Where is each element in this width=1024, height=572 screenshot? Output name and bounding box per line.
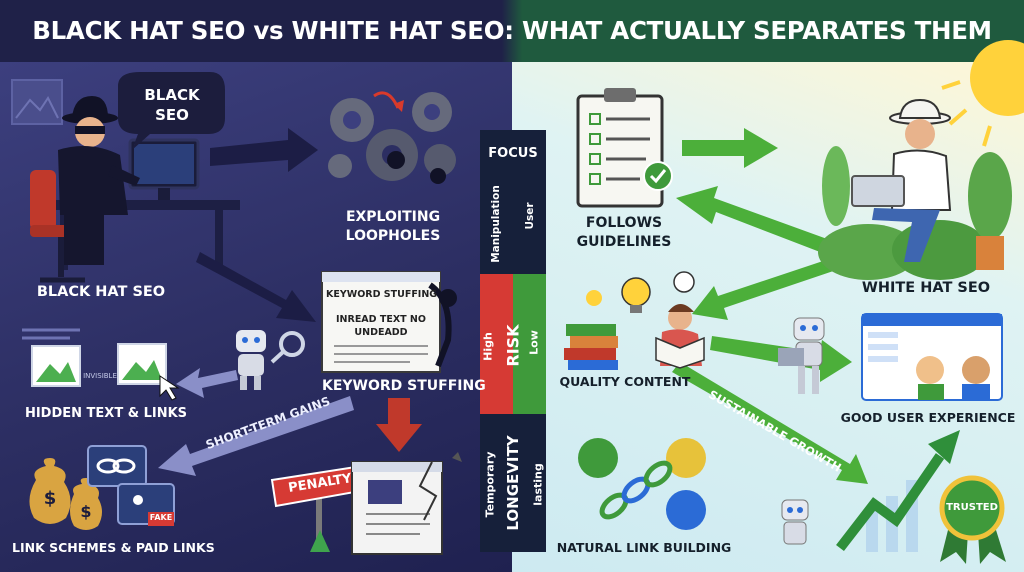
arrow-to-guidelines <box>676 186 852 262</box>
keyword-paper-icon <box>321 271 457 373</box>
lightbulbs-icon <box>586 271 695 313</box>
paper-line-3: UNDEADD <box>354 327 408 338</box>
growth-chart-icon <box>836 430 960 552</box>
risk-high: High <box>481 332 495 361</box>
money-bags-icon <box>29 458 102 530</box>
trusted-badge-icon <box>939 475 1006 564</box>
arrow-to-quality <box>692 250 860 320</box>
risk-heading: RISK <box>503 324 523 367</box>
arrow-to-white-hat <box>682 128 778 168</box>
page-title: BLACK HAT SEO vs WHITE HAT SEO: WHAT ACT… <box>32 16 992 45</box>
sustainable-arrow <box>672 362 868 484</box>
title-bar <box>0 0 1024 62</box>
quality-content-label: QUALITY CONTENT <box>559 374 691 389</box>
focus-heading: FOCUS <box>488 146 538 161</box>
longevity-temporary: Temporary <box>483 451 497 518</box>
broken-page-icon <box>351 452 462 555</box>
robot-laptop-icon <box>778 317 825 394</box>
dollar-sign-2: $ <box>80 502 92 521</box>
clipboard-icon <box>576 88 673 208</box>
white-hat-label: WHITE HAT SEO <box>861 280 991 296</box>
exploit-line-1: EXPLOITING <box>345 209 441 225</box>
books-icon <box>564 324 618 370</box>
wall-frame-icon <box>11 79 63 125</box>
follows-guidelines-label: FOLLOWS GUIDELINES <box>564 214 684 252</box>
exploit-line-2: LOOPHOLES <box>345 228 441 244</box>
focus-manipulation: Manipulation <box>490 185 502 263</box>
arrow-to-loopholes <box>210 128 318 172</box>
hidden-text-label: HIDDEN TEXT & LINKS <box>24 406 188 421</box>
keyword-stuffing-label: KEYWORD STUFFING <box>322 378 486 394</box>
longevity-heading: LONGEVITY <box>504 435 522 531</box>
hacker-icon <box>58 96 140 265</box>
short-term-arrow <box>158 396 354 476</box>
paper-line-1: KEYWORD STUFFING <box>326 289 438 300</box>
gears-icon <box>328 91 456 184</box>
natural-links-icon <box>578 438 706 530</box>
paper-line-2: INREAD TEXT NO <box>336 314 426 325</box>
risk-low: Low <box>527 330 541 355</box>
sun-icon <box>941 40 1024 147</box>
robot-magnifier-icon <box>236 330 305 390</box>
arrow-to-hidden <box>176 368 238 398</box>
hidden-text-icon <box>22 328 180 401</box>
link-schemes-label: LINK SCHEMES & PAID LINKS <box>12 540 215 555</box>
invisible-tag: INVISIBLE <box>83 372 117 380</box>
penalty-arrow <box>376 398 422 452</box>
guidelines-line-1: FOLLOWS <box>585 215 663 231</box>
good-ux-label: GOOD USER EXPERIENCE <box>840 410 1016 425</box>
fake-tag: FAKE <box>149 513 173 522</box>
arrow-to-keyword <box>196 252 316 322</box>
exploiting-loopholes-label: EXPLOITING LOOPHOLES <box>326 208 460 246</box>
link-chain-icon <box>87 445 175 526</box>
speech-bubble <box>118 72 225 150</box>
robot-small-icon <box>781 499 809 545</box>
longevity-lasting: lasting <box>531 463 545 506</box>
red-chair-icon <box>30 170 100 283</box>
natural-link-building-label: NATURAL LINK BUILDING <box>556 540 732 555</box>
reading-person-icon <box>655 304 705 369</box>
bubble-line-1: BLACK <box>144 86 200 104</box>
guidelines-line-2: GUIDELINES <box>576 234 672 250</box>
ux-browser-icon <box>861 313 1003 401</box>
black-hat-label: BLACK HAT SEO <box>36 284 166 300</box>
focus-user: User <box>524 202 536 230</box>
dollar-sign-1: $ <box>43 488 57 509</box>
bubble-text: BLACK SEO <box>130 85 214 125</box>
monitor-icon <box>128 138 200 200</box>
bubble-line-2: SEO <box>155 106 189 124</box>
white-hat-person-icon <box>851 98 1004 270</box>
trusted-badge-text: TRUSTED <box>946 502 998 513</box>
comparison-strip <box>480 130 546 552</box>
